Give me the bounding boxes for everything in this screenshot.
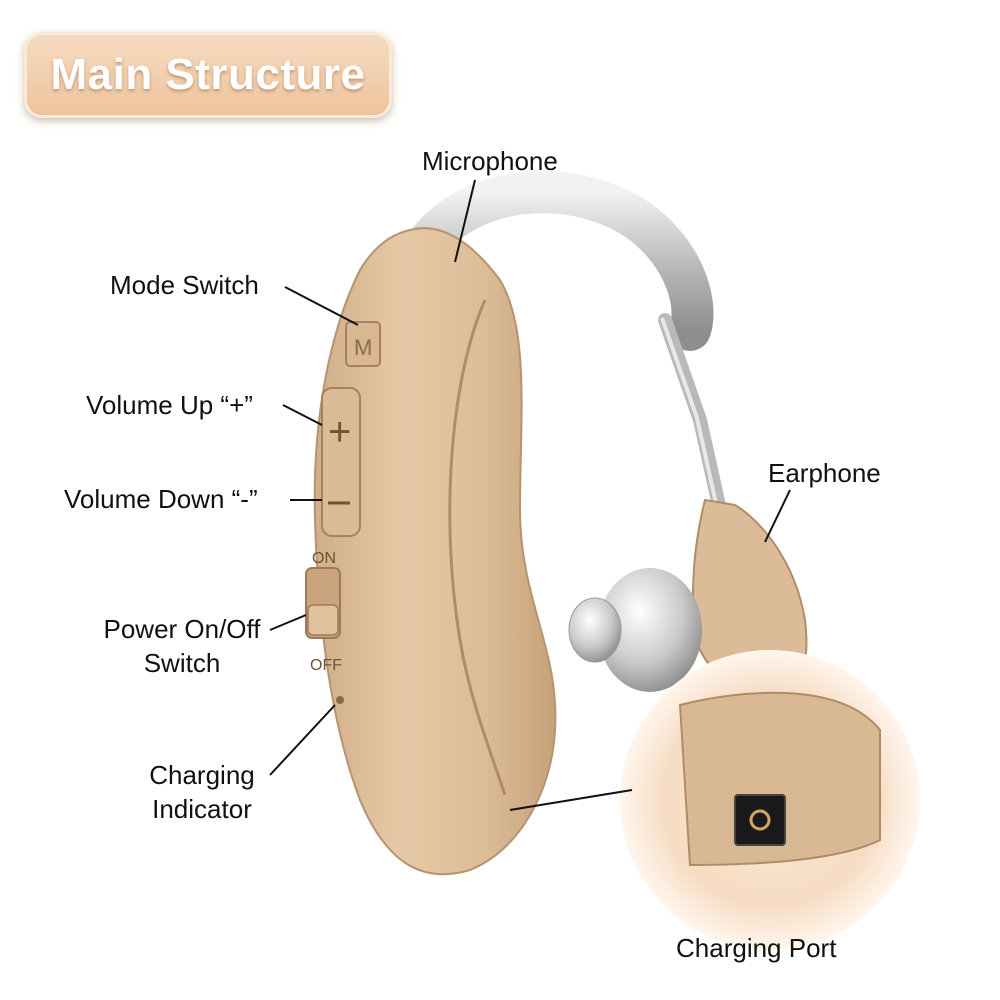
- label-volume-down: Volume Down “-”: [64, 484, 258, 514]
- mode-key-mark: M: [354, 335, 372, 360]
- label-mode-switch: Mode Switch: [110, 270, 259, 300]
- label-power-switch-line2: Switch: [143, 648, 221, 678]
- label-charging-port: Charging Port: [676, 933, 837, 963]
- label-charging-indicator: Charging Indicator: [132, 758, 272, 826]
- label-earphone: Earphone: [768, 458, 881, 488]
- label-microphone: Microphone: [422, 146, 558, 176]
- on-mark: ON: [312, 550, 336, 567]
- sound-tube: [658, 313, 727, 517]
- body-seam: [448, 299, 507, 796]
- ear-bud-cap: [598, 568, 702, 692]
- page-title: Main Structure: [50, 50, 366, 99]
- title-badge: Main Structure: [24, 32, 392, 118]
- mode-switch-button: [345, 321, 381, 367]
- leader-lines: [269, 179, 791, 811]
- charging-port-socket: [734, 794, 786, 846]
- label-power-switch: Power On/Off Switch: [92, 612, 272, 680]
- power-slider-knob: [307, 604, 339, 636]
- off-mark: OFF: [310, 657, 342, 674]
- ear-bud-tip: [568, 597, 622, 663]
- volume-rocker: [321, 387, 361, 537]
- charging-port-body: [678, 691, 881, 867]
- label-charging-indicator-line1: Charging: [149, 760, 255, 790]
- label-power-switch-line1: Power On/Off: [103, 614, 261, 644]
- plus-mark: +: [328, 410, 351, 454]
- label-volume-up: Volume Up “+”: [86, 390, 253, 420]
- ear-hook-tube: [409, 171, 714, 351]
- label-charging-indicator-line2: Indicator: [152, 794, 252, 824]
- charging-indicator-led: [336, 696, 344, 704]
